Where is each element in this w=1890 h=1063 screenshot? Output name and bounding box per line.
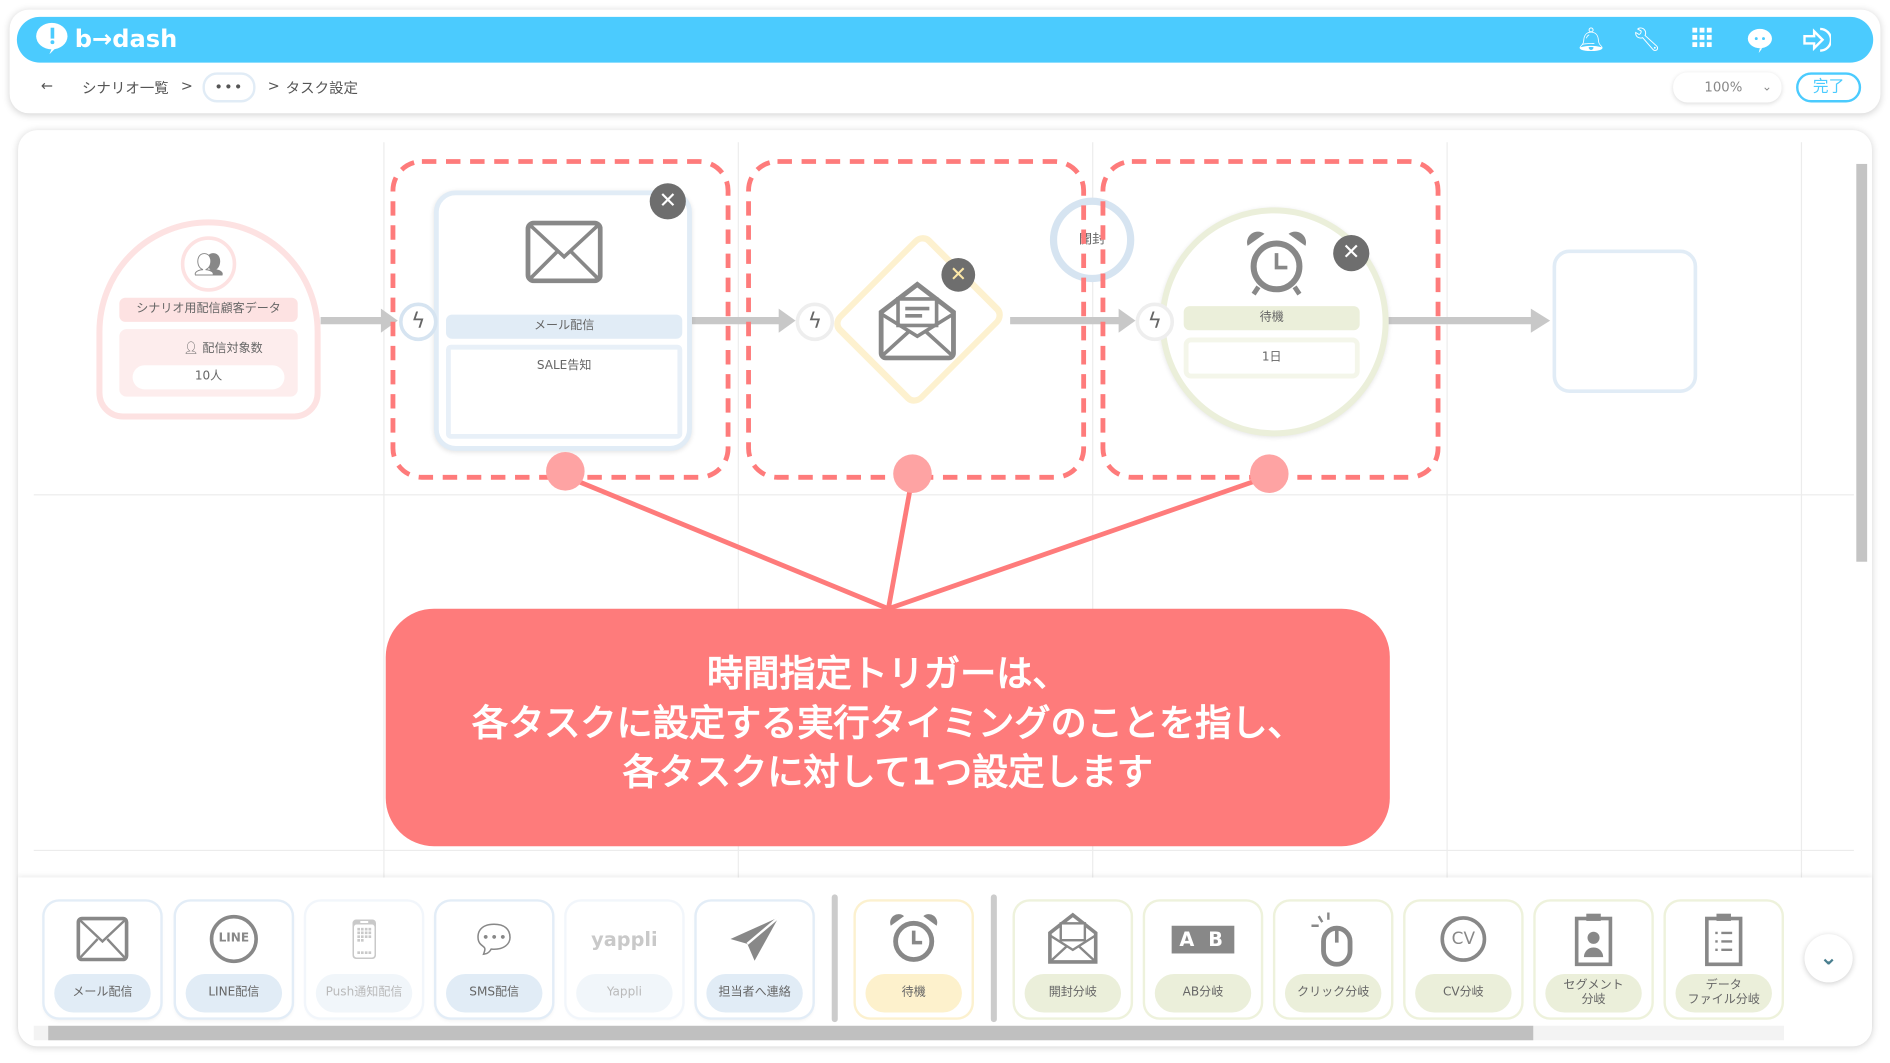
top-bar (16, 16, 1874, 63)
alarm-clock-icon (1247, 231, 1307, 296)
palette-click-branch[interactable]: クリック分岐 (1275, 901, 1392, 1018)
zoom-select[interactable]: 100% ⌄ (1673, 72, 1781, 102)
wrench-icon[interactable]: 🔧︎ (1632, 26, 1662, 54)
palette-label: 待機 (865, 973, 962, 1013)
palette-datafile-branch[interactable]: データ ファイル分岐 (1665, 901, 1782, 1018)
cv-search-icon: CV (1405, 909, 1521, 969)
ab-icon: A B (1145, 909, 1261, 969)
callout-line: 時間指定トリガーは、 (706, 653, 1069, 696)
phone-push-icon: 📱︎ (339, 916, 389, 962)
trigger-bolt-icon[interactable]: ϟ (795, 302, 835, 342)
cv-icon-text: CV (1440, 916, 1487, 962)
palette-notify-staff[interactable]: 担当者へ連絡 (696, 901, 813, 1018)
trigger-bolt-icon[interactable]: ϟ (398, 302, 438, 342)
pointer-dot (1249, 454, 1289, 494)
logout-icon[interactable] (1802, 27, 1833, 54)
mouse-click-icon (1275, 909, 1391, 969)
wait-node-title: 待機 (1183, 306, 1360, 331)
delete-node-button[interactable]: ✕ (941, 257, 976, 292)
breadcrumb-more-button[interactable]: ••• (202, 72, 256, 103)
mail-node-content: SALE告知 (445, 344, 683, 439)
open-mail-icon (1015, 909, 1131, 969)
wait-node-value: 1日 (1183, 337, 1360, 379)
palette-divider (990, 894, 997, 1023)
callout-line: 各タスクに設定する実行タイミングのことを指し、 (471, 702, 1304, 745)
chevron-down-icon: ⌄ (1761, 80, 1772, 95)
person-icon: 👤︎ (183, 342, 203, 356)
palette-label: データ ファイル分岐 (1675, 973, 1772, 1013)
people-icon: 👥︎ (180, 236, 237, 292)
mail-node-title: メール配信 (445, 314, 683, 339)
paper-plane-icon (697, 909, 813, 969)
open-mail-icon (878, 281, 956, 361)
yappli-logo-icon: yappli (591, 927, 658, 951)
delete-node-button[interactable]: ✕ (1333, 235, 1370, 272)
palette-wait[interactable]: 待機 (855, 901, 972, 1018)
zoom-value: 100% (1704, 79, 1743, 96)
brand-name: b→dash (74, 24, 178, 54)
callout-line: 各タスクに対して1つ設定します (622, 752, 1153, 795)
mail-icon (45, 909, 161, 969)
collapse-palette-button[interactable]: ⌄ (1804, 934, 1853, 983)
highlight-box-wait (1100, 159, 1441, 480)
brand-logo[interactable]: b→dash (34, 22, 177, 56)
count-value: 10人 (132, 365, 285, 390)
palette-line[interactable]: LINE LINE配信 (175, 901, 292, 1018)
trigger-bolt-icon[interactable]: ϟ (1135, 302, 1175, 342)
palette-label: クリック分岐 (1284, 973, 1382, 1013)
palette-label: Yappli (576, 973, 673, 1013)
count-label-row: 👤︎ 配信対象数 (163, 341, 284, 358)
line-icon: LINE (176, 909, 292, 969)
vertical-scrollbar[interactable] (1854, 147, 1868, 870)
count-label: 配信対象数 (202, 342, 263, 356)
apps-grid-icon[interactable] (1689, 27, 1716, 54)
mail-icon (525, 220, 603, 284)
palette-ab-branch[interactable]: A B AB分岐 (1145, 901, 1261, 1018)
palette-label: SMS配信 (445, 973, 543, 1013)
palette-cv-branch[interactable]: CV CV分岐 (1405, 901, 1522, 1018)
clipboard-person-icon (1536, 909, 1652, 969)
palette-label: Push通知配信 (315, 973, 413, 1013)
palette-mail[interactable]: メール配信 (44, 901, 161, 1018)
palette-divider (831, 894, 838, 1023)
palette-label: 開封分岐 (1024, 973, 1122, 1013)
line-icon-text: LINE (209, 914, 258, 964)
highlight-box-mail (390, 159, 731, 480)
highlight-box-branch (746, 159, 1087, 480)
bell-icon[interactable]: 🔔︎ (1576, 26, 1606, 54)
breadcrumb-scenario-list[interactable]: シナリオ一覧 (81, 79, 169, 97)
pointer-dot (893, 454, 932, 494)
palette-push[interactable]: 📱︎ Push通知配信 (306, 901, 422, 1018)
branch-label-bubble[interactable]: 開封 (1049, 197, 1135, 283)
palette-label: CV分岐 (1415, 973, 1512, 1013)
logo-icon (36, 22, 68, 55)
mascot-icon[interactable] (1745, 27, 1772, 54)
empty-drop-slot[interactable] (1552, 249, 1698, 393)
ab-icon-text: A B (1172, 925, 1234, 953)
palette-label: AB分岐 (1154, 973, 1252, 1013)
palette-label: 担当者へ連絡 (706, 973, 803, 1013)
done-button[interactable]: 完了 (1796, 72, 1862, 103)
chat-bubbles-icon: 💬︎ (469, 916, 519, 962)
alarm-clock-icon (856, 909, 972, 969)
back-button[interactable]: ← (40, 77, 54, 95)
palette-open-branch[interactable]: 開封分岐 (1014, 901, 1131, 1018)
palette-label: LINE配信 (185, 973, 283, 1013)
start-node-title: シナリオ用配信顧客データ (119, 297, 298, 322)
delete-node-button[interactable]: ✕ (649, 183, 686, 220)
palette-sms[interactable]: 💬︎ SMS配信 (436, 901, 553, 1018)
pointer-dot (546, 452, 585, 491)
breadcrumb-separator: > (267, 77, 280, 95)
breadcrumb-separator: > (180, 77, 193, 95)
palette-label: セグメント 分岐 (1545, 973, 1642, 1013)
scrollbar-thumb[interactable] (48, 1025, 1534, 1041)
breadcrumb-current: タスク設定 (285, 79, 359, 97)
palette-label: メール配信 (54, 973, 151, 1013)
horizontal-scrollbar[interactable] (33, 1025, 1784, 1041)
clipboard-list-icon (1666, 909, 1782, 969)
palette-segment-branch[interactable]: セグメント 分岐 (1535, 901, 1652, 1018)
explanation-callout: 時間指定トリガーは、 各タスクに設定する実行タイミングのことを指し、 各タスクに… (385, 608, 1390, 847)
